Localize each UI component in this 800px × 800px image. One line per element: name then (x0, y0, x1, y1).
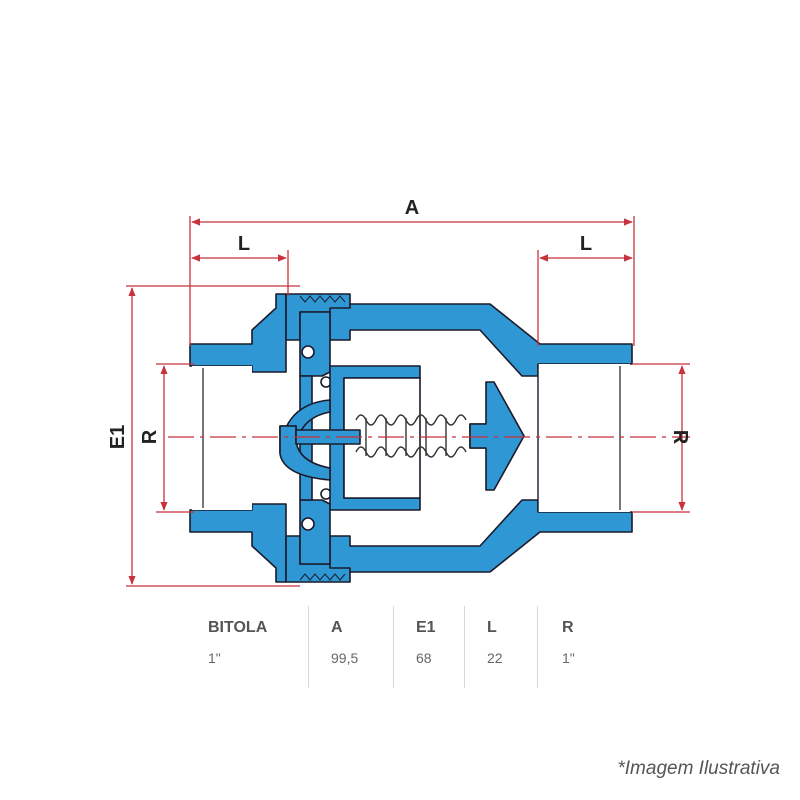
dim-label-l-right: L (580, 233, 592, 255)
col-header-r: R (537, 606, 622, 650)
left-socket-bottom (189, 503, 287, 583)
col-header-a: A (308, 606, 394, 650)
seat-ring-top (299, 311, 331, 377)
dim-label-e1: E1 (107, 425, 129, 449)
o-ring (301, 517, 315, 531)
dimension-lines (126, 216, 690, 587)
right-bore (538, 364, 630, 512)
seat-ring-bottom (299, 499, 331, 565)
nut-threads (299, 295, 346, 581)
footnote: *Imagem Ilustrativa (617, 758, 780, 779)
specs-header-row: BITOLA A E1 L R (200, 606, 622, 650)
cell-bitola: 1" (208, 650, 221, 666)
dim-label-r-right: R (669, 430, 691, 445)
col-header-l: L (464, 606, 538, 650)
cell-l: 22 (464, 650, 538, 688)
cell-r: 1" (537, 650, 622, 688)
dim-label-l-left: L (238, 233, 250, 255)
o-ring (301, 345, 315, 359)
spring (355, 414, 467, 458)
left-socket-top (189, 293, 287, 373)
poppet-disc-lower (279, 425, 331, 481)
cell-a: 99,5 (308, 650, 394, 688)
left-bore (192, 366, 252, 510)
valve-body (189, 293, 633, 583)
guide-arrow (469, 381, 525, 491)
dim-label-r-left: R (139, 429, 161, 444)
table-row: 1" 99,5 68 22 1" (200, 650, 622, 688)
col-header-bitola: BITOLA (208, 619, 268, 636)
cell-e1: 68 (393, 650, 465, 688)
cage-bore (343, 377, 421, 499)
col-header-e1: E1 (393, 606, 465, 650)
dim-label-a: A (405, 197, 419, 219)
specs-table: BITOLA A E1 L R 1" 99,5 68 22 1" (200, 606, 622, 688)
